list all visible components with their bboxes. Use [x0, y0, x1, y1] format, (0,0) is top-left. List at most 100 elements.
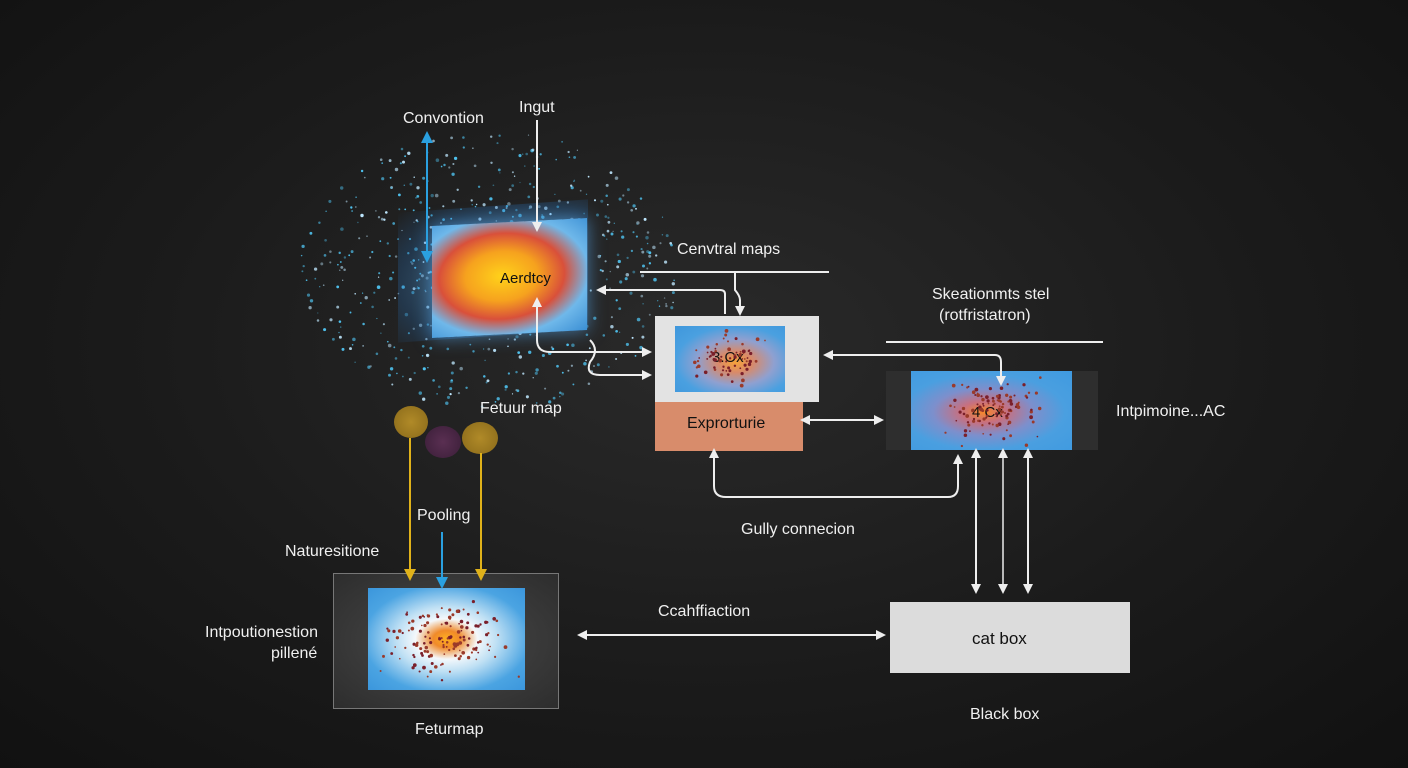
scatter-dot [982, 402, 985, 405]
scatter-dot [991, 423, 994, 426]
particle [404, 155, 406, 158]
scatter-dot [1031, 420, 1035, 424]
particle [302, 264, 305, 268]
scatter-dot [448, 608, 452, 612]
particle [498, 134, 501, 137]
scatter-dot [471, 630, 475, 634]
particle [494, 401, 497, 403]
scatter-dot [479, 623, 482, 626]
scatter-dot [386, 627, 389, 630]
scatter-dot [739, 367, 742, 370]
particle [657, 300, 659, 302]
particle [331, 337, 335, 341]
particle [388, 373, 391, 377]
particle [338, 251, 341, 255]
particle [388, 299, 391, 301]
scatter-dot [397, 629, 402, 633]
scatter-dot [478, 640, 482, 644]
particle [371, 250, 374, 254]
scatter-dot [467, 637, 471, 640]
scatter-dot [440, 637, 443, 640]
scatter-dot [727, 340, 729, 343]
scatter-dot [1007, 400, 1010, 403]
particle [407, 151, 411, 155]
scatter-dot [1029, 415, 1033, 420]
particle [490, 161, 493, 165]
particle [358, 237, 361, 240]
scatter-dot [748, 359, 753, 364]
scatter-dot [1007, 423, 1009, 425]
scatter-dot [972, 419, 976, 423]
particle [640, 294, 644, 298]
scatter-dot [422, 665, 426, 670]
scatter-dot [440, 678, 444, 682]
scatter-dot [410, 626, 415, 631]
scatter-dot [999, 386, 1004, 391]
particle [349, 311, 352, 314]
particle [389, 176, 392, 179]
scatter-dot [1027, 391, 1031, 395]
scatter-dot [470, 651, 473, 654]
particle [394, 255, 398, 258]
scatter-dot [951, 383, 956, 388]
particle [511, 171, 514, 174]
scatter-dot [429, 670, 433, 674]
scatter-dot [720, 355, 723, 358]
particle [329, 318, 333, 322]
particle [570, 186, 574, 190]
particle [308, 306, 312, 310]
particle [339, 261, 342, 263]
scatter-dot [434, 665, 438, 669]
particle [364, 296, 368, 300]
particle [559, 391, 562, 395]
scatter-dot [421, 624, 423, 627]
particle [587, 382, 591, 385]
particle [604, 260, 607, 263]
particle [622, 194, 625, 197]
particle [407, 356, 410, 359]
particle [612, 230, 614, 233]
scatter-dot [424, 635, 427, 638]
scatter-dot [385, 638, 389, 642]
scatter-dot [995, 415, 998, 418]
particle [451, 172, 455, 176]
particle [635, 235, 638, 238]
cat-box-label: cat box [972, 629, 1027, 648]
scatter-dot [423, 649, 427, 653]
particle [665, 304, 668, 308]
particle [648, 251, 652, 255]
scatter-dot [392, 629, 396, 634]
particle [499, 172, 501, 174]
particle [416, 186, 420, 190]
scatter-dot [713, 366, 716, 369]
scatter-dot [1024, 443, 1029, 447]
particle [465, 386, 468, 390]
particle [665, 303, 667, 305]
fully-connection-loop [709, 448, 963, 498]
scatter-dot [1000, 410, 1004, 414]
scatter-dot [1008, 399, 1013, 403]
scatter-dot [741, 358, 744, 360]
scatter-dot [997, 407, 1002, 412]
scatter-dot [411, 619, 415, 623]
particle [422, 397, 426, 401]
scatter-dot [976, 393, 980, 398]
particle [646, 250, 650, 254]
particle [624, 277, 628, 281]
particle [524, 165, 526, 167]
scatter-dot [724, 329, 729, 333]
particle [556, 364, 559, 368]
intpoution-label-line1: Intpoutionestion [205, 624, 318, 641]
scatter-dot [1037, 406, 1042, 411]
scatter-dot [734, 337, 738, 341]
particle [632, 204, 636, 208]
particle [493, 348, 497, 352]
particle [645, 236, 649, 240]
particle [673, 279, 675, 281]
particle [323, 328, 327, 332]
scatter-dot [461, 650, 466, 655]
skeleton-map-image [911, 371, 1072, 450]
particle [561, 140, 564, 143]
particle [504, 385, 508, 389]
